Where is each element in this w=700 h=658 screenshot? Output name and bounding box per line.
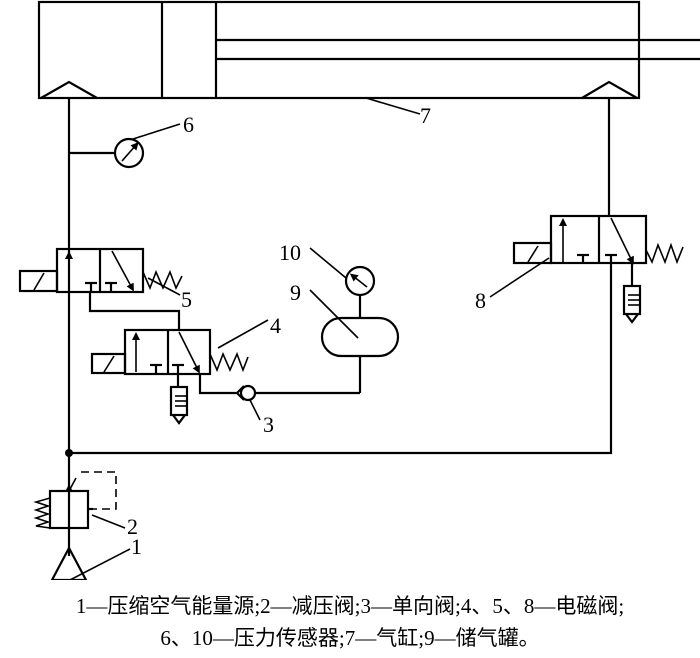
pneumatic-circuit-diagram: 1 2 3 4 5 6 7 8 9 10 — [18, 0, 700, 580]
caption-line-2: 6、10—压力传感器;7—气缸;9—储气罐。 — [160, 626, 540, 650]
pressure-sensor-10 — [309, 247, 376, 297]
label-3: 3 — [263, 412, 274, 437]
supply-line-bottom — [69, 262, 613, 455]
solenoid-valve-8 — [489, 214, 684, 324]
junction-dot — [65, 449, 73, 457]
valve5-to-valve4-line — [88, 292, 181, 330]
label-5: 5 — [181, 287, 192, 312]
label-10: 10 — [279, 240, 301, 265]
label-6: 6 — [183, 112, 194, 137]
cylinder-7 — [37, 0, 700, 115]
solenoid-valve-4 — [90, 319, 269, 425]
label-7: 7 — [420, 103, 431, 128]
label-4: 4 — [270, 313, 281, 338]
label-9: 9 — [290, 280, 301, 305]
label-8: 8 — [475, 288, 486, 313]
label-2: 2 — [127, 514, 138, 539]
label-1: 1 — [131, 534, 142, 559]
compressed-air-source-1 — [50, 545, 131, 580]
caption-line-1: 1—压缩空气能量源;2—减压阀;3—单向阀;4、5、8—电磁阀; — [75, 594, 625, 618]
air-tank-9 — [309, 289, 400, 393]
solenoid-valve-5 — [18, 247, 183, 296]
pressure-sensor-6 — [69, 123, 181, 169]
pressure-reducing-valve-2 — [33, 471, 126, 530]
check-valve-3 — [198, 374, 360, 421]
